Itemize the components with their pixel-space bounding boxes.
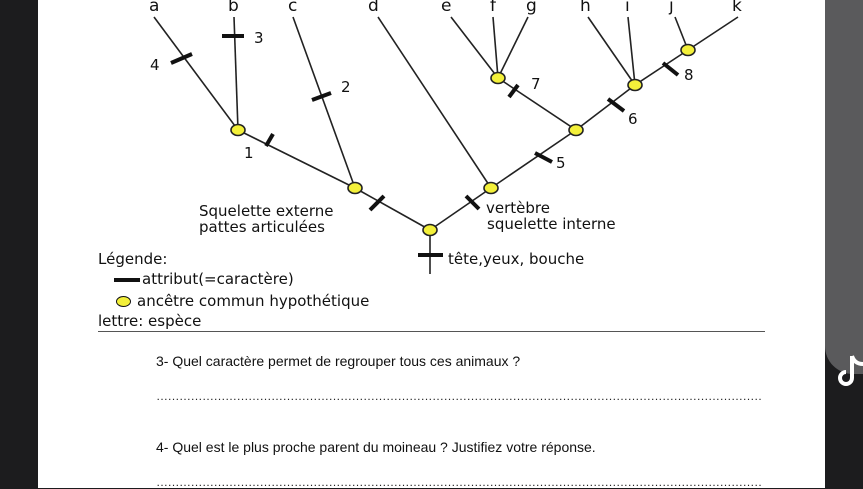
species-label: e xyxy=(441,0,452,16)
annotation-vertebre-line2: squelette interne xyxy=(487,215,616,233)
attribute-mark-7 xyxy=(507,83,520,99)
species-label: c xyxy=(288,0,298,16)
document-page: a b c d e f g h i j k 1 2 3 4 5 6 7 8 Sq… xyxy=(38,0,825,489)
species-label: g xyxy=(526,0,537,16)
ancestor-node xyxy=(680,43,696,57)
attribute-mark-1 xyxy=(264,132,275,148)
section-divider xyxy=(98,331,765,332)
species-label: b xyxy=(228,0,239,16)
ancestor-node-icon xyxy=(116,296,131,307)
species-label: a xyxy=(149,0,160,16)
cladogram xyxy=(153,16,739,274)
ancestor-node xyxy=(422,223,438,237)
tiktok-icon[interactable] xyxy=(838,352,863,392)
answer-line: …………………………………………………………………………………………………………… xyxy=(156,475,762,489)
character-number: 1 xyxy=(244,144,254,162)
question-3: 3- Quel caractère permet de regrouper to… xyxy=(156,353,521,369)
ancestor-node xyxy=(347,181,363,195)
character-number: 8 xyxy=(684,66,694,84)
side-overlay-panel xyxy=(825,0,863,374)
species-label: i xyxy=(625,0,630,16)
character-number: 6 xyxy=(628,110,638,128)
attribute-mark-2 xyxy=(311,91,332,102)
annotation-skeleton-line2: pattes articulées xyxy=(199,218,325,236)
character-number: 2 xyxy=(341,78,351,96)
ancestor-node xyxy=(230,123,246,137)
attribute-mark-6 xyxy=(606,97,626,113)
ancestor-node xyxy=(490,71,506,85)
character-number: 5 xyxy=(556,154,566,172)
annotation-skeleton-line1: Squelette externe xyxy=(199,202,334,220)
species-label: j xyxy=(669,0,674,16)
attribute-mark-5 xyxy=(534,151,553,164)
annotation-vertebre-line1: vertèbre xyxy=(486,199,550,217)
character-number: 3 xyxy=(254,29,264,47)
attribute-mark-4 xyxy=(170,52,193,65)
legend-letter: lettre: espèce xyxy=(98,312,202,330)
attribute-mark-vertebre xyxy=(464,194,481,211)
ancestor-node xyxy=(568,123,584,137)
annotation-root: tête,yeux, bouche xyxy=(448,250,585,268)
attribute-bar-icon xyxy=(114,277,140,282)
species-label: d xyxy=(368,0,379,16)
question-4: 4- Quel est le plus proche parent du moi… xyxy=(156,439,596,455)
character-number: 7 xyxy=(531,75,541,93)
ancestor-node xyxy=(483,181,499,195)
species-label: f xyxy=(490,0,496,16)
answer-line: …………………………………………………………………………………………………………… xyxy=(156,389,762,403)
legend-attribute: attribut(=caractère) xyxy=(114,271,294,288)
species-label: h xyxy=(580,0,591,16)
species-label: k xyxy=(732,0,742,16)
legend-ancestor: ancêtre commun hypothétique xyxy=(114,293,369,310)
character-number: 4 xyxy=(150,56,160,74)
ancestor-node xyxy=(627,78,643,92)
attribute-mark-8 xyxy=(661,61,680,77)
legend-title: Légende: xyxy=(98,250,168,268)
attribute-mark-skeleton xyxy=(368,194,386,212)
